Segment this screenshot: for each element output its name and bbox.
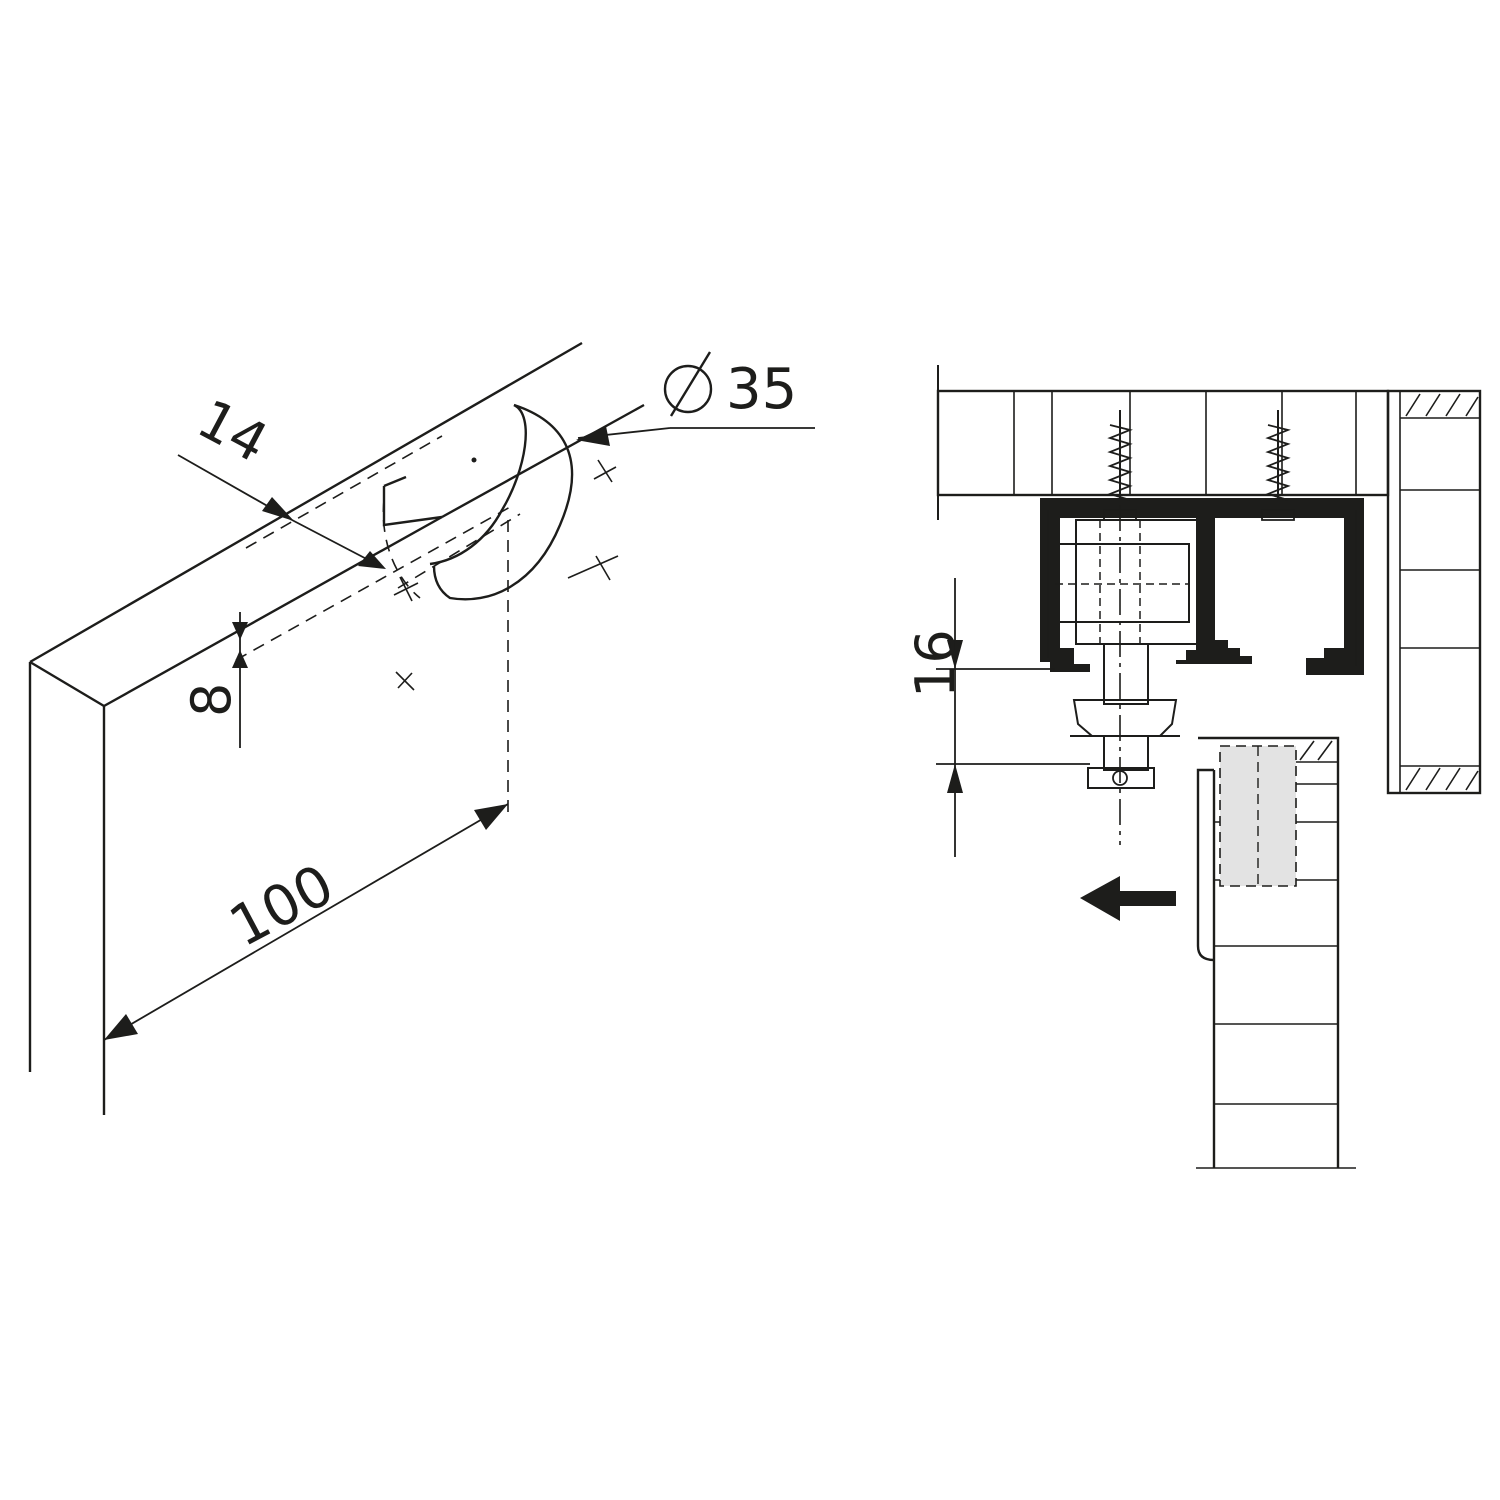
dimension-8: 8 (180, 612, 248, 748)
dimension-label-8: 8 (180, 683, 243, 717)
dimension-label-14: 14 (188, 387, 278, 475)
dimension-arrowhead (104, 1014, 138, 1040)
door-edge-bracket (1196, 768, 1215, 962)
dimension-arrowhead (576, 426, 610, 446)
hatch-top (1405, 393, 1479, 417)
hatch-door-top (1299, 740, 1333, 761)
dimension-100: 100 (103, 803, 509, 1041)
screw-right (1261, 410, 1295, 521)
dimension-arrowhead (262, 497, 294, 521)
door-panel (1196, 736, 1356, 1169)
running-gear (1054, 505, 1199, 845)
arrow-left-icon (1080, 876, 1176, 921)
door-isometric-view (28, 341, 645, 1115)
hatch-bottom (1405, 767, 1479, 791)
fixing-screw-head (1112, 770, 1128, 786)
side-panel (1386, 389, 1482, 795)
diameter-symbol (663, 351, 713, 417)
dimension-diameter-35: 35 (576, 351, 815, 446)
dimension-arrowhead (474, 804, 508, 830)
ceiling-panel (936, 365, 1390, 520)
dimension-arrowhead (232, 650, 248, 668)
dimension-label-16: 16 (904, 629, 967, 698)
track-profile-wall (1040, 498, 1364, 675)
dimension-arrowhead (947, 764, 963, 793)
dimension-arrowhead (232, 622, 248, 640)
adjustment-nut (1072, 699, 1178, 737)
dimension-14: 14 (177, 387, 386, 569)
dimension-arrowhead (358, 551, 386, 569)
dimension-16: 16 (904, 578, 1090, 857)
dimension-arrowhead (947, 640, 963, 669)
dimension-label-100: 100 (219, 852, 344, 960)
track-section-view: 16 (904, 365, 1482, 1169)
dimension-label-35: 35 (726, 357, 797, 422)
aluminium-track-profile (1040, 498, 1364, 675)
